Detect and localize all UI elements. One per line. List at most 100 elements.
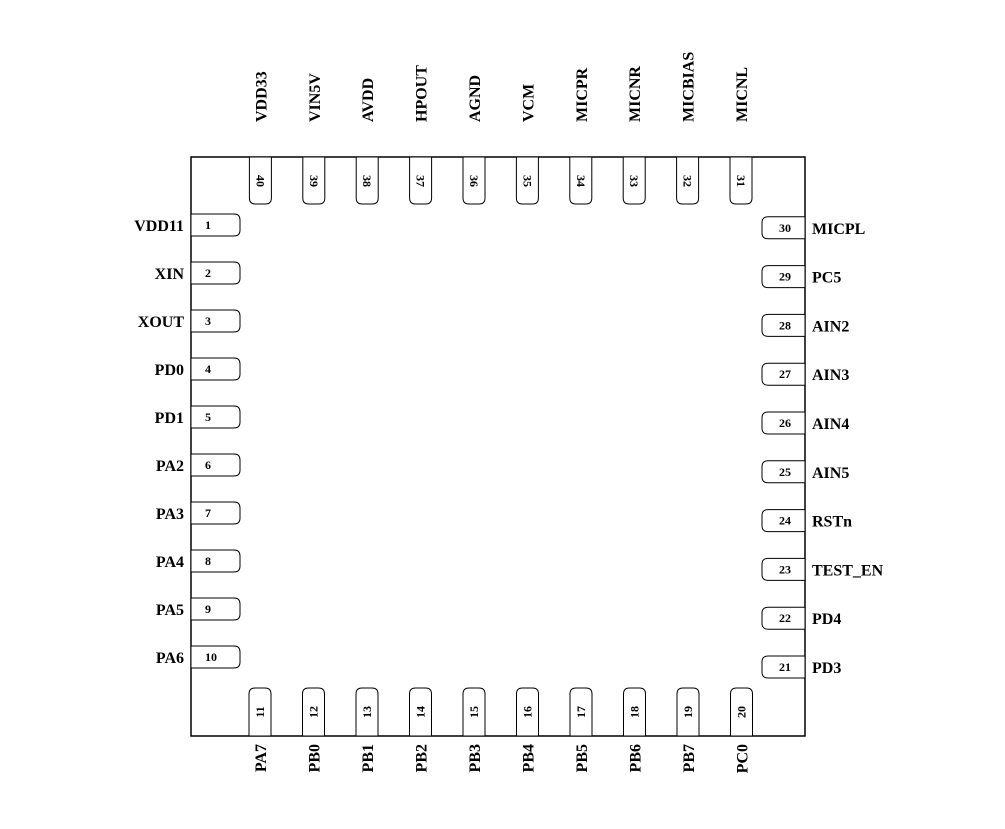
pin-pad-9 <box>190 597 241 621</box>
pin-pad-35 <box>515 156 539 205</box>
pin-label-13: PB1 <box>360 744 377 772</box>
pin-label-25: AIN5 <box>812 465 849 482</box>
pin-label-29: PC5 <box>812 270 841 287</box>
pin-number-29: 29 <box>779 270 791 284</box>
pin-number-11: 11 <box>253 706 267 717</box>
pin-pad-40 <box>248 156 272 205</box>
pin-label-1: VDD11 <box>134 218 184 235</box>
pin-pad-10 <box>190 645 241 669</box>
pin-label-26: AIN4 <box>812 416 849 433</box>
pin-label-28: AIN2 <box>812 318 849 335</box>
pin-label-2: XIN <box>155 266 185 283</box>
pin-number-21: 21 <box>779 660 791 674</box>
pin-pad-24 <box>761 509 806 533</box>
pin-pad-11 <box>248 687 272 737</box>
pin-number-25: 25 <box>779 465 791 479</box>
pin-pad-22 <box>761 606 806 630</box>
pin-label-36: AGND <box>467 75 484 122</box>
pin-number-9: 9 <box>205 602 211 616</box>
pin-pad-31 <box>729 156 753 205</box>
pin-label-8: PA4 <box>156 554 184 571</box>
pin-label-37: HPOUT <box>414 65 431 122</box>
pin-label-3: XOUT <box>138 314 185 331</box>
pin-number-30: 30 <box>779 221 791 235</box>
pin-number-5: 5 <box>205 410 211 424</box>
pin-number-37: 37 <box>414 175 428 187</box>
pin-number-19: 19 <box>681 706 695 718</box>
pin-number-35: 35 <box>520 175 534 187</box>
pin-label-35: VCM <box>520 84 537 122</box>
pin-label-32: MICBIAS <box>681 52 698 122</box>
pin-pad-18 <box>623 687 646 737</box>
pin-label-4: PD0 <box>155 362 184 379</box>
pin-pad-7 <box>190 501 241 525</box>
pin-number-26: 26 <box>779 416 791 430</box>
pin-pad-6 <box>190 453 241 477</box>
pin-number-32: 32 <box>681 175 695 187</box>
pin-label-24: RSTn <box>812 514 852 531</box>
pin-label-23: TEST_EN <box>812 562 884 579</box>
pin-number-36: 36 <box>467 175 481 187</box>
pin-pad-39 <box>302 156 326 205</box>
pin-number-39: 39 <box>307 175 321 187</box>
pin-pad-1 <box>190 213 241 237</box>
pin-number-23: 23 <box>779 562 791 576</box>
pin-pad-34 <box>569 156 593 205</box>
pin-label-39: VIN5V <box>307 73 324 122</box>
pin-label-18: PB6 <box>628 744 645 772</box>
pins-layer: 1VDD112XIN3XOUT4PD05PD16PA27PA38PA49PA51… <box>134 52 883 774</box>
pin-pad-13 <box>355 687 379 737</box>
pin-label-15: PB3 <box>467 744 484 772</box>
pin-number-1: 1 <box>205 218 211 232</box>
pin-number-34: 34 <box>574 175 588 187</box>
pin-label-20: PC0 <box>735 744 752 773</box>
pin-pad-30 <box>761 216 806 240</box>
pin-label-9: PA5 <box>156 602 184 619</box>
pin-label-40: VDD33 <box>253 71 270 122</box>
pin-number-31: 31 <box>734 175 748 187</box>
pin-pad-8 <box>190 549 241 573</box>
pin-label-12: PB0 <box>307 744 324 772</box>
pin-pad-36 <box>462 156 486 205</box>
pin-pad-38 <box>355 156 379 205</box>
pin-pad-26 <box>761 411 806 435</box>
pin-pad-21 <box>761 655 806 679</box>
pin-number-24: 24 <box>779 514 791 528</box>
pin-number-17: 17 <box>574 706 588 718</box>
pin-number-28: 28 <box>779 318 791 332</box>
pin-label-22: PD4 <box>812 611 841 628</box>
pin-number-20: 20 <box>735 706 749 718</box>
pin-label-21: PD3 <box>812 660 841 677</box>
pin-pad-37 <box>409 156 433 205</box>
pin-label-6: PA2 <box>156 458 184 475</box>
pin-pad-4 <box>190 357 241 381</box>
pin-number-13: 13 <box>360 706 374 718</box>
pin-label-38: AVDD <box>360 78 377 122</box>
pin-number-2: 2 <box>205 266 211 280</box>
pin-pad-2 <box>190 261 241 285</box>
pin-number-16: 16 <box>521 706 535 718</box>
pin-number-38: 38 <box>360 175 374 187</box>
pin-pad-25 <box>761 460 806 484</box>
pin-number-18: 18 <box>628 706 642 718</box>
pin-pad-15 <box>462 687 486 737</box>
pin-label-16: PB4 <box>521 744 538 772</box>
pin-label-7: PA3 <box>156 506 184 523</box>
pin-label-34: MICPR <box>574 67 591 122</box>
pin-number-22: 22 <box>779 611 791 625</box>
pin-number-4: 4 <box>205 362 211 376</box>
pin-pad-16 <box>516 687 539 737</box>
pin-number-15: 15 <box>467 706 481 718</box>
pin-pad-27 <box>761 362 806 386</box>
pin-number-14: 14 <box>414 706 428 718</box>
pin-pad-32 <box>676 156 700 205</box>
pin-label-5: PD1 <box>155 410 184 427</box>
pin-pad-23 <box>761 557 806 581</box>
pin-label-17: PB5 <box>574 744 591 772</box>
pin-number-8: 8 <box>205 554 211 568</box>
pin-number-3: 3 <box>205 314 211 328</box>
pin-number-40: 40 <box>253 175 267 187</box>
pin-label-19: PB7 <box>681 744 698 772</box>
